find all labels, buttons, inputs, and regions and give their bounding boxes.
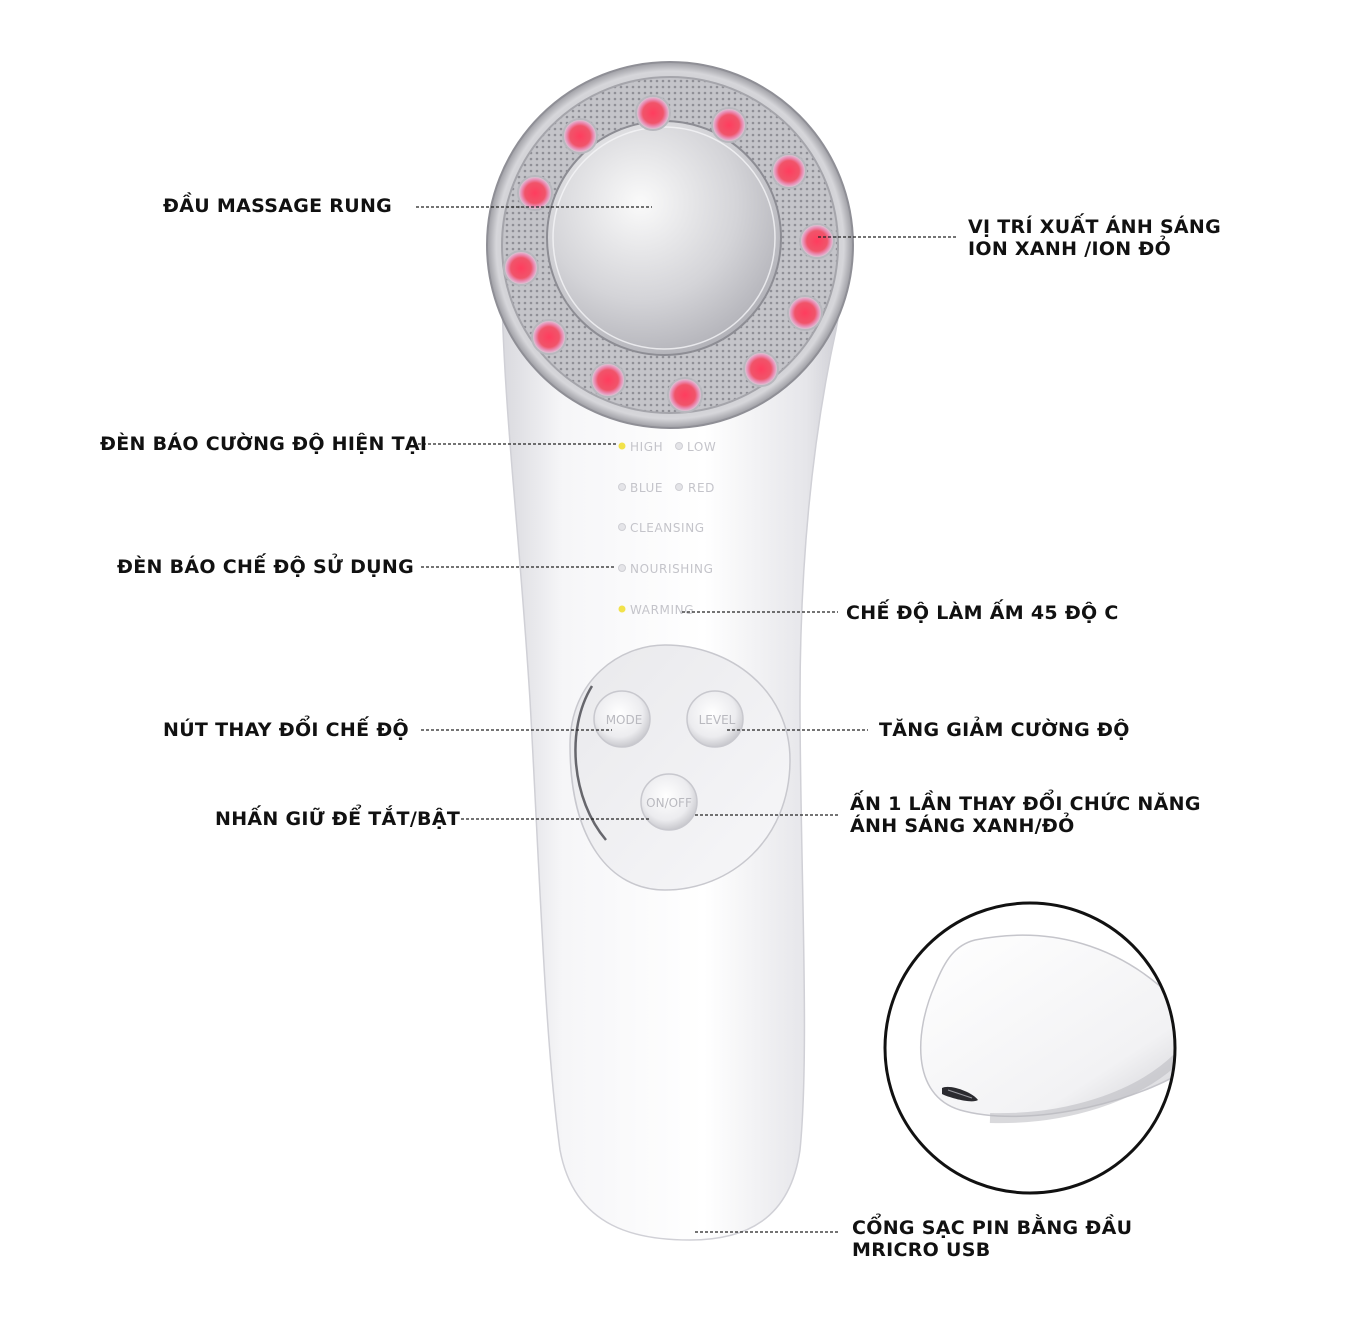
callout-warming-mode: CHẾ ĐỘ LÀM ẤM 45 ĐỘ C <box>846 602 1119 624</box>
indicator-dot-blue <box>618 483 626 491</box>
led-dot <box>711 107 747 143</box>
led-dot <box>771 153 807 189</box>
callout-power-button: NHẤN GIỮ ĐỂ TẮT/BẬT <box>215 808 461 830</box>
indicator-label-cleansing: CLEANSING <box>630 521 705 535</box>
indicator-dot-warming <box>618 605 626 613</box>
led-dot <box>635 95 671 131</box>
indicator-dot-red <box>675 483 683 491</box>
power-button-label: ON/OFF <box>646 796 692 810</box>
led-dot <box>503 250 539 286</box>
massage-plate <box>546 120 782 356</box>
callout-light-position-line2: ION XANH /ION ĐỎ <box>968 238 1172 260</box>
callout-charging-port-line2: MRICRO USB <box>852 1239 991 1261</box>
charging-port-inset <box>883 901 1177 1195</box>
indicator-label-high: HIGH <box>630 440 663 454</box>
indicator-dot-nourishing <box>618 564 626 572</box>
leader-lines <box>416 206 958 1233</box>
led-dot <box>787 295 823 331</box>
indicator-dot-low <box>675 442 683 450</box>
callout-mode-indicator: ĐÈN BÁO CHẾ ĐỘ SỬ DỤNG <box>117 556 414 578</box>
callout-intensity-indicator: ĐÈN BÁO CƯỜNG ĐỘ HIỆN TẠI <box>100 433 428 455</box>
callout-mode-button: NÚT THAY ĐỔI CHẾ ĐỘ <box>163 719 409 741</box>
indicator-label-red: RED <box>688 481 715 495</box>
callout-massage-head: ĐẦU MASSAGE RUNG <box>163 195 393 217</box>
led-dot <box>799 223 835 259</box>
callout-charging-port-line1: CỔNG SẠC PIN BẰNG ĐẦU <box>852 1217 1133 1239</box>
level-button[interactable] <box>686 690 744 748</box>
callout-light-position: VỊ TRÍ XUẤT ÁNH SÁNG ION XANH /ION ĐỎ <box>968 216 1221 260</box>
indicator-dot-cleansing <box>618 523 626 531</box>
indicator-label-blue: BLUE <box>630 481 663 495</box>
led-dot <box>531 319 567 355</box>
led-dot <box>743 351 779 387</box>
led-dot <box>667 377 703 413</box>
led-dot <box>562 118 598 154</box>
led-dot <box>590 362 626 398</box>
mode-button-label: MODE <box>606 713 643 727</box>
indicator-label-warming: WARMING <box>630 603 694 617</box>
level-button-label: LEVEL <box>699 713 736 727</box>
power-button[interactable] <box>640 773 698 831</box>
callout-light-toggle-line2: ÁNH SÁNG XANH/ĐỎ <box>850 815 1075 837</box>
mode-button[interactable] <box>593 690 651 748</box>
callout-light-toggle: ẤN 1 LẦN THAY ĐỔI CHỨC NĂNG ÁNH SÁNG XAN… <box>850 793 1201 837</box>
callout-light-position-line1: VỊ TRÍ XUẤT ÁNH SÁNG <box>968 216 1222 238</box>
callout-charging-port: CỔNG SẠC PIN BẰNG ĐẦU MRICRO USB <box>852 1217 1132 1261</box>
callout-light-toggle-line1: ẤN 1 LẦN THAY ĐỔI CHỨC NĂNG <box>850 793 1201 815</box>
indicator-dot-high <box>618 442 626 450</box>
callout-intensity-button: TĂNG GIẢM CƯỜNG ĐỘ <box>879 719 1130 741</box>
led-dot <box>517 175 553 211</box>
led-ring <box>503 95 835 413</box>
indicator-label-low: LOW <box>687 440 716 454</box>
indicator-panel: HIGH LOW BLUE RED CLEANSING NOURISHING W… <box>618 440 716 617</box>
inset-border <box>883 901 1177 1195</box>
indicator-label-nourishing: NOURISHING <box>630 562 714 576</box>
